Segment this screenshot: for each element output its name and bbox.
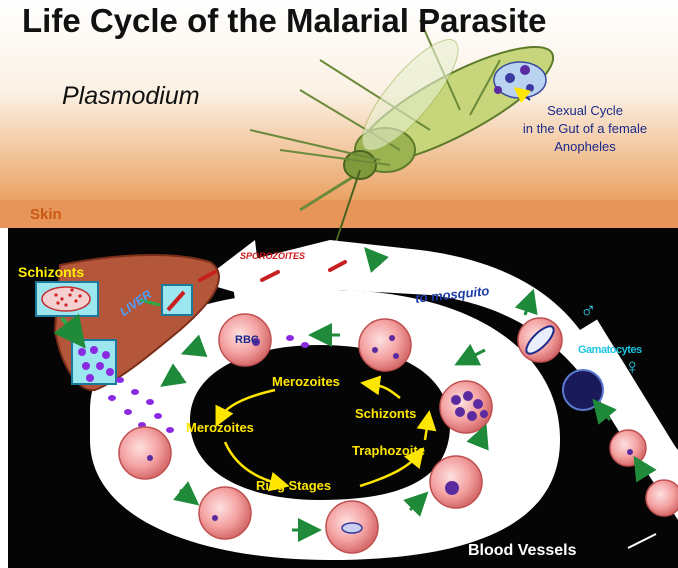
diagram-title: Life Cycle of the Malarial Parasite <box>22 2 547 39</box>
merozoites-top-label: Merozoites <box>272 374 340 389</box>
sporozoites-graphic <box>198 260 347 282</box>
blood-vessels-label: Blood Vessels <box>468 542 577 559</box>
genus-label: Plasmodium <box>62 82 200 110</box>
rbc-cells <box>118 313 678 554</box>
sky-background <box>0 0 678 205</box>
mosquito-illustration <box>249 19 555 261</box>
male-symbol: ♂ <box>580 298 597 323</box>
gametocytes-label: Gamatocytes <box>578 344 642 356</box>
sexual-cycle-label-line3: Anopheles <box>554 139 616 154</box>
sexual-cycle-label-line1: Sexual Cycle <box>547 103 623 118</box>
merozoites-left-label: Merozoites <box>186 420 254 435</box>
blood-vessel-pointers <box>431 533 657 549</box>
female-symbol: ♀ <box>624 354 641 379</box>
liver-graphic <box>35 254 220 392</box>
liver-schizonts-label: Schizonts <box>18 264 85 280</box>
inner-cycle-arrows <box>215 375 437 492</box>
traphozoite-label: Traphozoite <box>352 443 425 458</box>
sporozoites-label: SPOROZOITES <box>240 251 306 261</box>
skin-band <box>0 200 678 230</box>
skin-label: Skin <box>30 206 62 223</box>
rbc-label: RBC <box>235 334 259 346</box>
sexual-cycle-label-line2: in the Gut of a female <box>522 121 648 136</box>
cycle-arrows <box>160 247 657 542</box>
ring-schizonts-label: Schizonts <box>355 406 417 421</box>
ring-stages-label: Ring Stages <box>256 478 332 493</box>
left-margin <box>0 228 8 568</box>
